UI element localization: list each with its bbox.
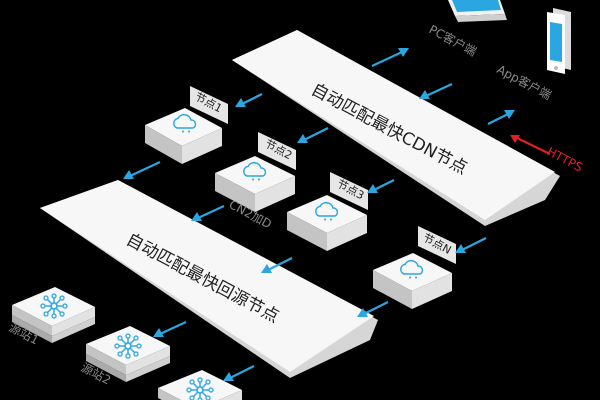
monitor-icon xyxy=(448,0,507,22)
arrow-to-node-3 xyxy=(367,179,395,193)
https-arrow xyxy=(516,137,551,155)
origin-server-1: 源站1 xyxy=(7,287,95,348)
phone-icon xyxy=(547,8,571,74)
arrow-to-node-1 xyxy=(235,93,263,107)
pc-client: PC客户端 xyxy=(427,0,507,59)
edge-node-1: 节点1 xyxy=(145,86,228,164)
arrow-node2-left xyxy=(191,205,225,221)
arrow-to-app xyxy=(487,110,515,125)
origin-select-banner: 自动匹配最快回源节点 xyxy=(40,180,378,378)
arrow-to-origin-2 xyxy=(153,321,187,337)
edge-node-3: 节点3 xyxy=(287,172,368,251)
arrow-noden-left xyxy=(357,301,389,317)
arrow-to-pc xyxy=(371,48,409,67)
arrow-to-origin-3 xyxy=(223,365,255,381)
origin-server-3 xyxy=(158,370,242,400)
arrow-node1-left xyxy=(123,161,161,179)
app-client: App客户端 xyxy=(495,8,571,103)
https-arrow-head xyxy=(510,135,520,143)
arrow-to-node-n xyxy=(455,237,487,253)
edge-node-n: 节点N xyxy=(373,226,456,309)
arrow-node3-left xyxy=(261,257,293,273)
flow-arrows xyxy=(123,48,515,381)
edge-node-2: 节点2 xyxy=(215,132,296,212)
arrow-from-pc xyxy=(419,83,453,99)
origin-server-2: 源站2 xyxy=(79,326,170,388)
pc-client-label: PC客户端 xyxy=(427,21,480,58)
arrow-to-node-2 xyxy=(297,127,329,143)
cdn-select-banner: 自动匹配最快CDN节点 xyxy=(232,30,560,226)
app-client-label: App客户端 xyxy=(495,61,555,102)
